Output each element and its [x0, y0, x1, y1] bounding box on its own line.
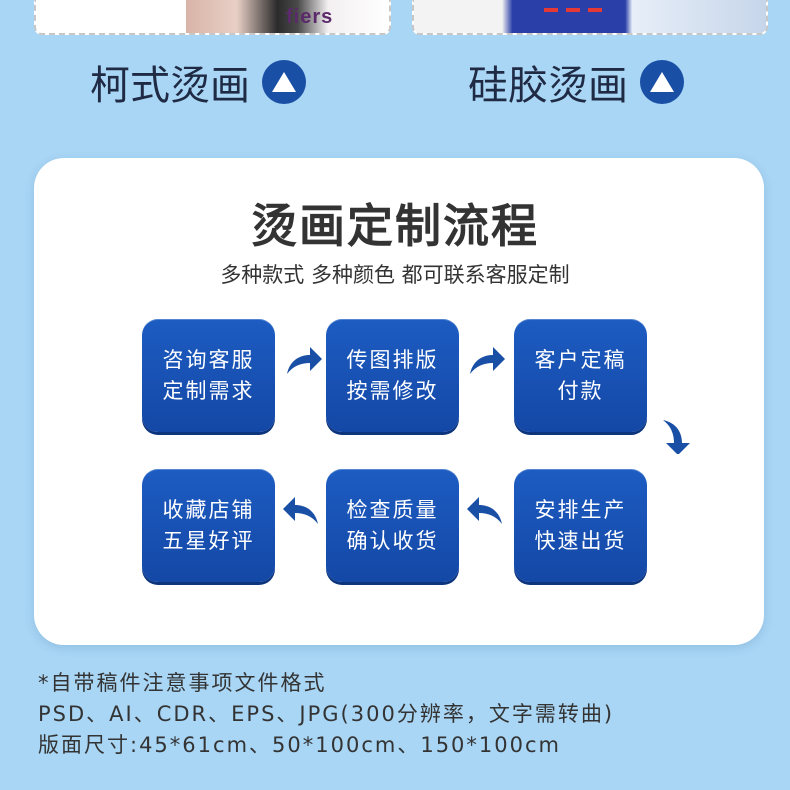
- step-consult-service: 咨询客服 定制需求: [142, 319, 275, 432]
- triangle-up-icon: [640, 60, 684, 104]
- process-subtitle: 多种款式 多种颜色 都可联系客服定制: [220, 263, 570, 287]
- decor-stripe: [544, 8, 558, 12]
- product-label-silicone[interactable]: 硅胶烫画: [468, 54, 684, 110]
- curved-arrow-left-icon: [467, 497, 502, 524]
- product-image-silicone-transfer[interactable]: [412, 0, 768, 35]
- step-line: 按需修改: [346, 378, 439, 403]
- step-check-receive: 检查质量 确认收货: [326, 469, 459, 582]
- step-upload-layout: 传图排版 按需修改: [326, 319, 459, 432]
- step-line: 咨询客服: [162, 347, 255, 372]
- notes-line: *自带稿件注意事项文件格式: [38, 671, 327, 695]
- curved-arrow-down-icon: [663, 420, 690, 454]
- notes-line: 版面尺寸:45*61cm、50*100cm、150*100cm: [38, 733, 561, 757]
- curved-arrow-right-icon: [287, 347, 322, 374]
- curved-arrow-left-icon: [283, 497, 318, 524]
- step-line: 检查质量: [346, 497, 439, 522]
- step-line: 收藏店铺: [162, 497, 255, 522]
- step-confirm-pay: 客户定稿 付款: [514, 319, 647, 432]
- product-label-text: 柯式烫画: [90, 63, 250, 109]
- photo-text: fiers: [286, 6, 334, 28]
- product-image-kodak-transfer[interactable]: fiers: [34, 0, 391, 35]
- product-label-kodak[interactable]: 柯式烫画: [90, 54, 306, 110]
- step-line: 付款: [557, 378, 604, 403]
- file-format-notes: *自带稿件注意事项文件格式 PSD、AI、CDR、EPS、JPG(300分辨率，…: [38, 668, 614, 761]
- step-line: 安排生产: [534, 497, 627, 522]
- product-label-text: 硅胶烫画: [468, 63, 628, 109]
- step-line: 定制需求: [162, 378, 255, 403]
- process-title: 烫画定制流程: [251, 199, 539, 253]
- product-photo: fiers: [186, 0, 389, 33]
- curved-arrow-right-icon: [470, 347, 505, 374]
- step-line: 确认收货: [346, 528, 439, 553]
- step-line: 五星好评: [162, 528, 255, 553]
- decor-stripe: [566, 8, 580, 12]
- step-line: 客户定稿: [534, 347, 627, 372]
- decor-stripe: [588, 8, 602, 12]
- triangle-up-icon: [262, 60, 306, 104]
- step-line: 快速出货: [534, 528, 627, 553]
- notes-line: PSD、AI、CDR、EPS、JPG(300分辨率，文字需转曲): [38, 702, 615, 726]
- product-photo: [414, 0, 766, 33]
- step-favorite-review: 收藏店铺 五星好评: [142, 469, 275, 582]
- step-produce-ship: 安排生产 快速出货: [514, 469, 647, 582]
- step-line: 传图排版: [346, 347, 439, 372]
